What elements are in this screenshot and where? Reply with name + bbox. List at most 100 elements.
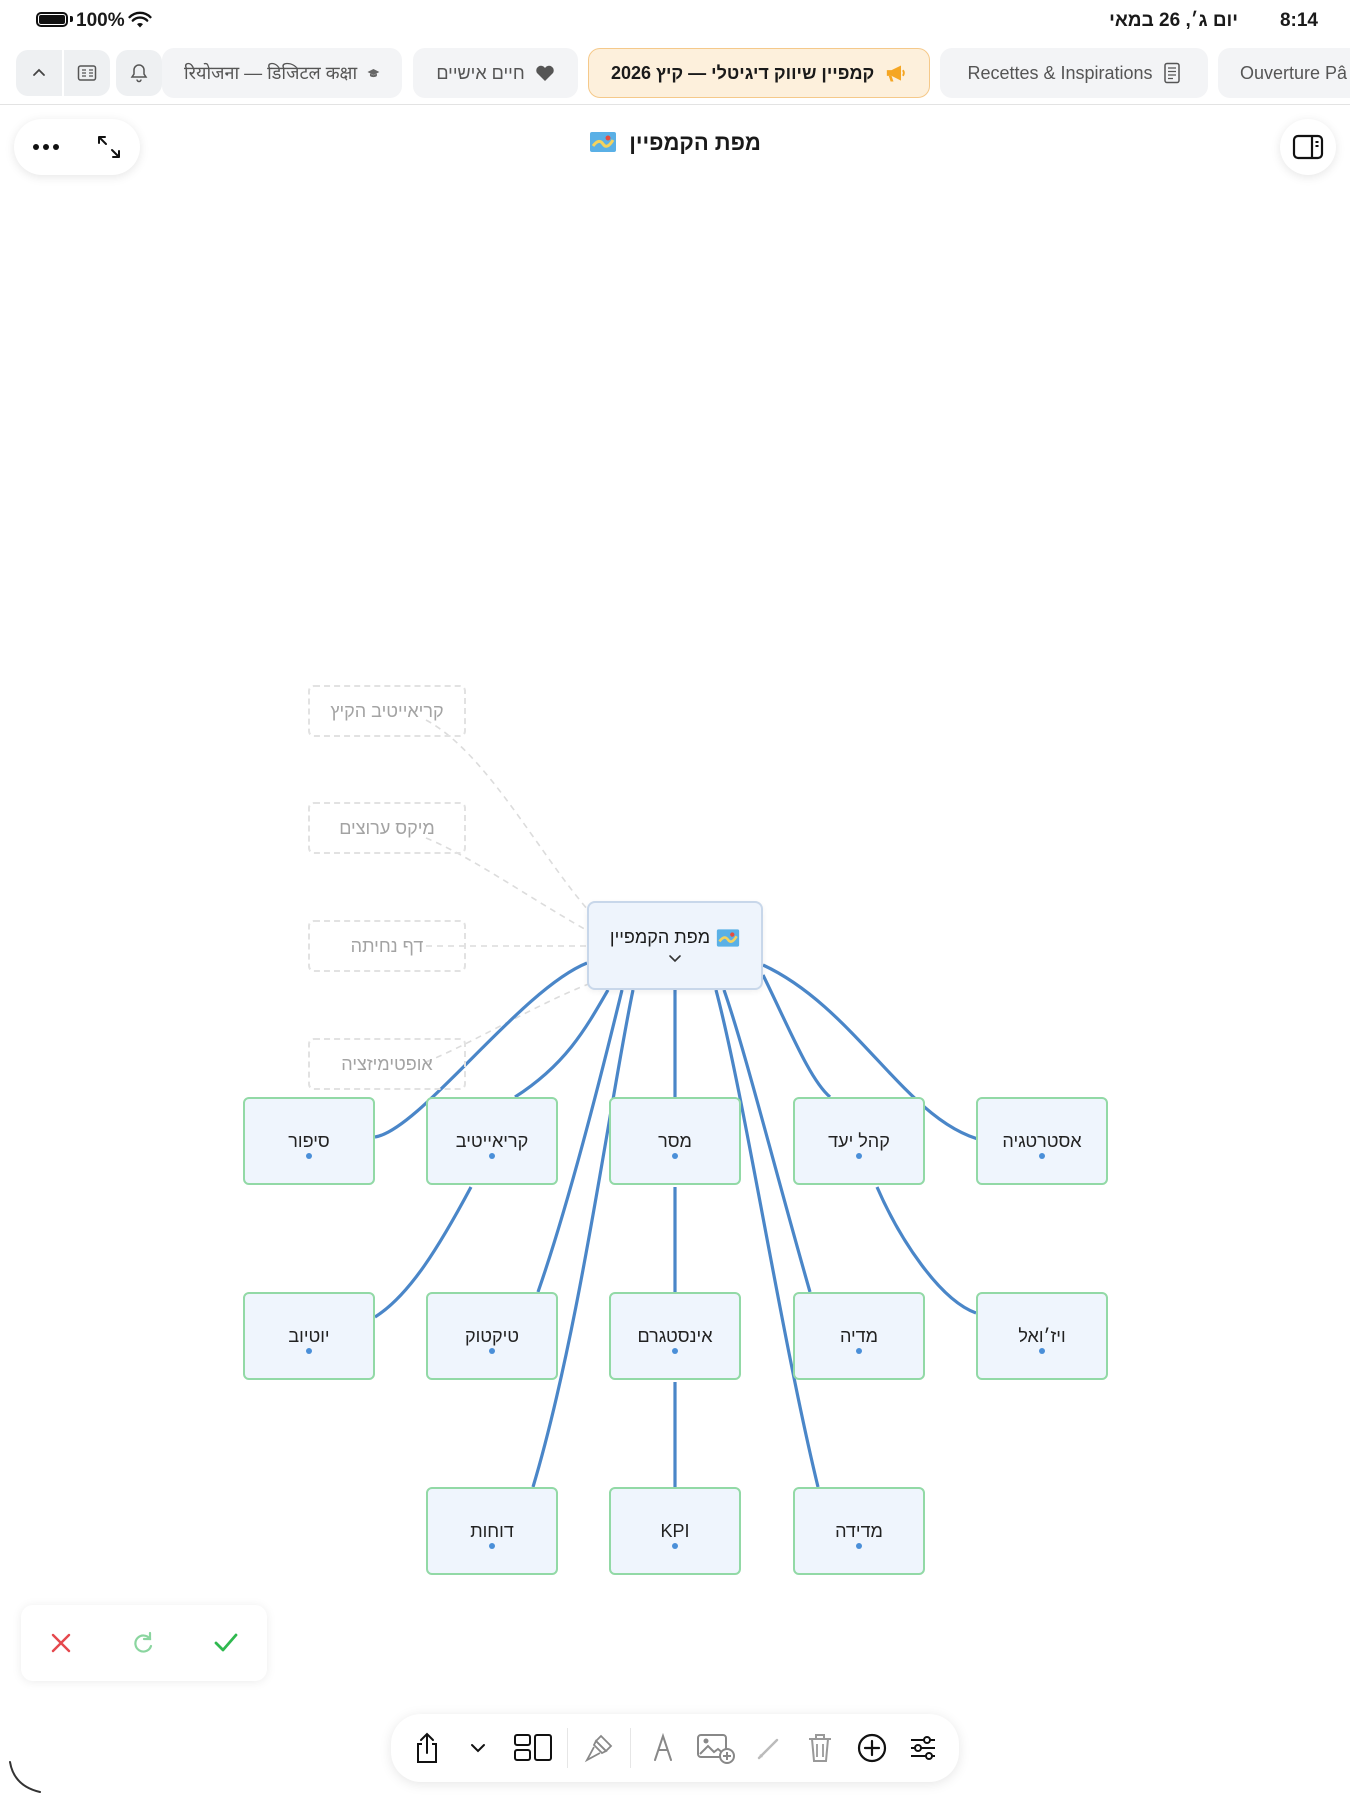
node-label: ויז׳ואל bbox=[1018, 1325, 1066, 1346]
ghost-link bbox=[425, 974, 616, 1063]
tab-label: קמפיין שיווק דיגיטלי — קיץ 2026 bbox=[611, 62, 875, 83]
tab-label: Recettes & Inspirations bbox=[967, 62, 1153, 83]
node-handle[interactable] bbox=[856, 1543, 862, 1549]
link-visual bbox=[875, 1186, 977, 1315]
ghost-node-landing-page[interactable]: דף נחיתה bbox=[308, 920, 466, 972]
node-audience[interactable]: קהל יעד bbox=[793, 1097, 925, 1185]
chevron-up-icon bbox=[33, 68, 45, 76]
node-reports[interactable]: דוחות bbox=[426, 1487, 558, 1575]
chevron-down-icon[interactable] bbox=[668, 954, 682, 964]
sidebar-icon bbox=[1292, 134, 1324, 160]
layout-icon bbox=[513, 1734, 552, 1761]
node-label: קריאייטיב bbox=[455, 1130, 529, 1151]
node-handle[interactable] bbox=[672, 1348, 678, 1354]
tab-ouverture[interactable]: Ouverture Pâ bbox=[1218, 48, 1350, 98]
settings-button[interactable] bbox=[903, 1728, 943, 1768]
insert-image-button[interactable] bbox=[694, 1728, 738, 1768]
node-handle[interactable] bbox=[856, 1348, 862, 1354]
tab-recettes[interactable]: Recettes & Inspirations bbox=[940, 48, 1208, 98]
link-story bbox=[374, 961, 588, 1139]
reject-button[interactable] bbox=[49, 1631, 73, 1655]
node-handle[interactable] bbox=[856, 1153, 862, 1159]
node-handle[interactable] bbox=[1039, 1153, 1045, 1159]
layout-button[interactable] bbox=[510, 1728, 556, 1768]
draw-button[interactable] bbox=[749, 1728, 789, 1768]
tab-personal-life[interactable]: חיים אישיים bbox=[413, 48, 578, 98]
clock: 8:14 bbox=[1279, 10, 1318, 31]
graduation-cap-icon bbox=[367, 69, 380, 78]
ghost-node-label: מיקס ערוצים bbox=[339, 818, 435, 838]
date: יום ג׳, 26 במאי bbox=[1109, 10, 1238, 31]
text-style-button[interactable] bbox=[643, 1728, 683, 1768]
expand-icon[interactable] bbox=[96, 134, 122, 160]
node-label: קהל יעד bbox=[828, 1130, 890, 1151]
node-tiktok[interactable]: טיקטוק bbox=[426, 1292, 558, 1380]
notifications-button[interactable] bbox=[116, 50, 162, 96]
node-creative[interactable]: קריאייטיב bbox=[426, 1097, 558, 1185]
node-measurement[interactable]: מדידה bbox=[793, 1487, 925, 1575]
toolbar-divider bbox=[566, 1728, 568, 1768]
node-kpi[interactable]: KPI bbox=[609, 1487, 741, 1575]
tab-summer-campaign[interactable]: קמפיין שיווק דיגיטלי — קיץ 2026 bbox=[588, 48, 930, 98]
branch-links bbox=[374, 961, 992, 1488]
document-title-text: מפת הקמפיין bbox=[629, 130, 761, 155]
share-icon bbox=[417, 1732, 437, 1763]
node-instagram[interactable]: אינסטגרם bbox=[609, 1292, 741, 1380]
node-handle[interactable] bbox=[306, 1153, 312, 1159]
link-creative bbox=[514, 989, 610, 1099]
delete-button[interactable] bbox=[800, 1728, 840, 1768]
root-node[interactable]: מפת הקמפיין bbox=[587, 901, 763, 990]
ghost-node-channel-mix[interactable]: מיקס ערוצים bbox=[308, 802, 466, 854]
node-label: אינסטגרם bbox=[637, 1325, 713, 1346]
notebook-icon bbox=[1163, 62, 1180, 84]
node-strategy[interactable]: אסטרטגיה bbox=[976, 1097, 1108, 1185]
heart-icon bbox=[535, 65, 554, 81]
sidebar-toggle-button[interactable] bbox=[1280, 119, 1336, 175]
node-youtube[interactable]: יוטיוב bbox=[243, 1292, 375, 1380]
node-media[interactable]: מדיה bbox=[793, 1292, 925, 1380]
chevron-down-icon bbox=[471, 1744, 486, 1753]
node-handle[interactable] bbox=[489, 1348, 495, 1354]
share-button[interactable] bbox=[407, 1728, 447, 1768]
tab-digital-classroom[interactable]: रियोजना — डिजिटल कक्षा bbox=[162, 48, 402, 98]
node-handle[interactable] bbox=[489, 1543, 495, 1549]
more-options-icon[interactable] bbox=[32, 143, 60, 151]
reader-icon bbox=[77, 65, 97, 81]
link-measurement bbox=[714, 989, 820, 1488]
ghost-node-summer-creative[interactable]: קריאייטיב הקיץ bbox=[308, 685, 466, 737]
root-node-label: מפת הקמפיין bbox=[609, 927, 711, 947]
link-reports bbox=[531, 989, 635, 1488]
link-tiktok bbox=[536, 989, 624, 1293]
plus-circle-icon bbox=[857, 1733, 886, 1763]
share-menu-button[interactable] bbox=[458, 1728, 498, 1768]
battery-icon bbox=[36, 12, 68, 27]
battery-tip bbox=[70, 16, 73, 22]
node-story[interactable]: סיפור bbox=[243, 1097, 375, 1185]
node-label: סיפור bbox=[288, 1130, 330, 1151]
reader-button[interactable] bbox=[64, 50, 110, 96]
accept-button[interactable] bbox=[213, 1631, 239, 1655]
style-brush-button[interactable] bbox=[579, 1728, 619, 1768]
ghost-node-label: אופטימיזציה bbox=[341, 1054, 433, 1074]
node-handle[interactable] bbox=[306, 1348, 312, 1354]
map-icon bbox=[590, 132, 617, 152]
ghost-node-optimization[interactable]: אופטימיזציה bbox=[308, 1038, 466, 1090]
node-handle[interactable] bbox=[672, 1153, 678, 1159]
toolbar-divider bbox=[630, 1728, 632, 1768]
node-label: דוחות bbox=[470, 1520, 514, 1541]
megaphone-icon bbox=[887, 65, 906, 82]
collapse-button[interactable] bbox=[16, 50, 62, 96]
node-handle[interactable] bbox=[672, 1543, 678, 1549]
bell-icon bbox=[130, 64, 148, 83]
brush-icon bbox=[584, 1734, 613, 1763]
node-handle[interactable] bbox=[1039, 1348, 1045, 1354]
node-message[interactable]: מסר bbox=[609, 1097, 741, 1185]
node-handle[interactable] bbox=[489, 1153, 495, 1159]
regenerate-button[interactable] bbox=[130, 1630, 156, 1656]
node-label: מדיה bbox=[839, 1325, 879, 1346]
map-icon bbox=[716, 928, 740, 947]
add-node-button[interactable] bbox=[852, 1728, 892, 1768]
tab-label: חיים אישיים bbox=[436, 62, 525, 83]
node-visual[interactable]: ויז׳ואל bbox=[976, 1292, 1108, 1380]
pencil-icon bbox=[757, 1738, 779, 1760]
